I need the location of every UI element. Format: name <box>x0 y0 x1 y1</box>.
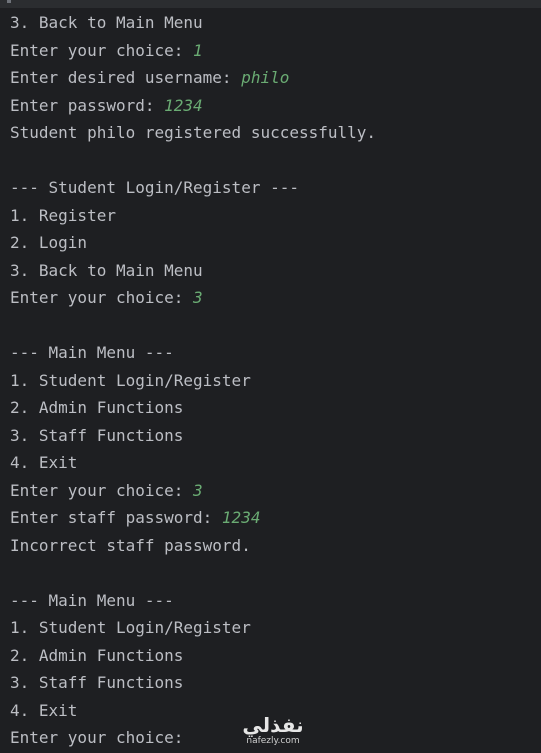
console-output-text: 3. Back to Main Menu <box>10 260 203 280</box>
console-line: Enter password: 1234 <box>10 92 541 120</box>
console-line: 1. Student Login/Register <box>10 614 541 642</box>
console-output-text: 2. Admin Functions <box>10 398 184 417</box>
console-output-text: --- Student Login/Register --- <box>10 178 299 197</box>
console-output-text: --- Main Menu --- <box>10 590 174 610</box>
console-output-text: 1. Student Login/Register <box>10 370 251 390</box>
console-user-input: 1234 <box>221 508 261 527</box>
console-blank-line <box>10 312 541 340</box>
nafezly-watermark-logo: نفذلي nafezly.com <box>238 714 308 750</box>
console-line: 4. Exit <box>10 449 541 477</box>
console-output-text: 4. Exit <box>10 700 78 720</box>
console-line: 3. Staff Functions <box>10 422 541 450</box>
watermark-logo-text: نفذلي <box>242 713 304 737</box>
console-output-text: 1. Student Login/Register <box>10 618 251 637</box>
console-user-input: 3 <box>193 480 203 500</box>
console-output-text: 3. Back to Main Menu <box>10 13 203 32</box>
console-user-input: 1 <box>193 40 203 60</box>
console-output-text: Enter your choice: <box>10 728 194 747</box>
console-output-text: 3. Staff Functions <box>10 673 184 692</box>
console-output-text: Enter your choice: <box>10 40 194 60</box>
console-line: --- Main Menu --- <box>10 587 541 615</box>
console-output-text: Enter your choice: <box>10 480 194 500</box>
console-output-text: 2. Admin Functions <box>10 645 184 665</box>
console-line: 3. Back to Main Menu <box>10 257 541 285</box>
scroll-marker <box>7 0 11 3</box>
console-line: Incorrect staff password. <box>10 532 541 560</box>
console-line: 3. Staff Functions <box>10 669 541 697</box>
console-line: --- Student Login/Register --- <box>10 174 541 202</box>
console-line: Enter your choice: 3 <box>10 284 541 312</box>
console-user-input: philo <box>241 68 290 87</box>
console-output-text: Enter your choice: <box>10 288 194 307</box>
console-line: --- Main Menu --- <box>10 339 541 367</box>
console-line: 2. Admin Functions <box>10 394 541 422</box>
console-user-input: 1234 <box>164 95 203 115</box>
console-line: Student philo registered successfully. <box>10 119 541 147</box>
console-line: 3. Back to Main Menu <box>10 9 541 37</box>
console-output-text: --- Main Menu --- <box>10 343 174 362</box>
console-output-text: 4. Exit <box>10 453 78 472</box>
top-edge-strip <box>0 0 541 8</box>
console-line: Enter desired username: philo <box>10 64 541 92</box>
watermark-site-text: nafezly.com <box>246 736 300 746</box>
console-blank-line <box>10 147 541 175</box>
console-output-text: Enter staff password: <box>10 508 222 527</box>
console-line: 2. Login <box>10 229 541 257</box>
console-output-text: 3. Staff Functions <box>10 425 184 445</box>
console-output-text: 1. Register <box>10 205 116 225</box>
console-user-input: 3 <box>193 288 203 307</box>
console-output-text: Incorrect staff password. <box>10 535 251 555</box>
console-line: Enter your choice: <box>10 724 541 752</box>
console-output-text: Enter password: <box>10 95 165 115</box>
console-line: 4. Exit <box>10 697 541 725</box>
console-line: 2. Admin Functions <box>10 642 541 670</box>
console-blank-line <box>10 559 541 587</box>
console-line: 1. Register <box>10 202 541 230</box>
console-line: Enter your choice: 1 <box>10 37 541 65</box>
console-line: Enter your choice: 3 <box>10 477 541 505</box>
console-line: 1. Student Login/Register <box>10 367 541 395</box>
console-output-text: Enter desired username: <box>10 68 242 87</box>
console-output-text: Student philo registered successfully. <box>10 123 377 142</box>
console-output-text: 2. Login <box>10 233 88 252</box>
console-line: Enter staff password: 1234 <box>10 504 541 532</box>
